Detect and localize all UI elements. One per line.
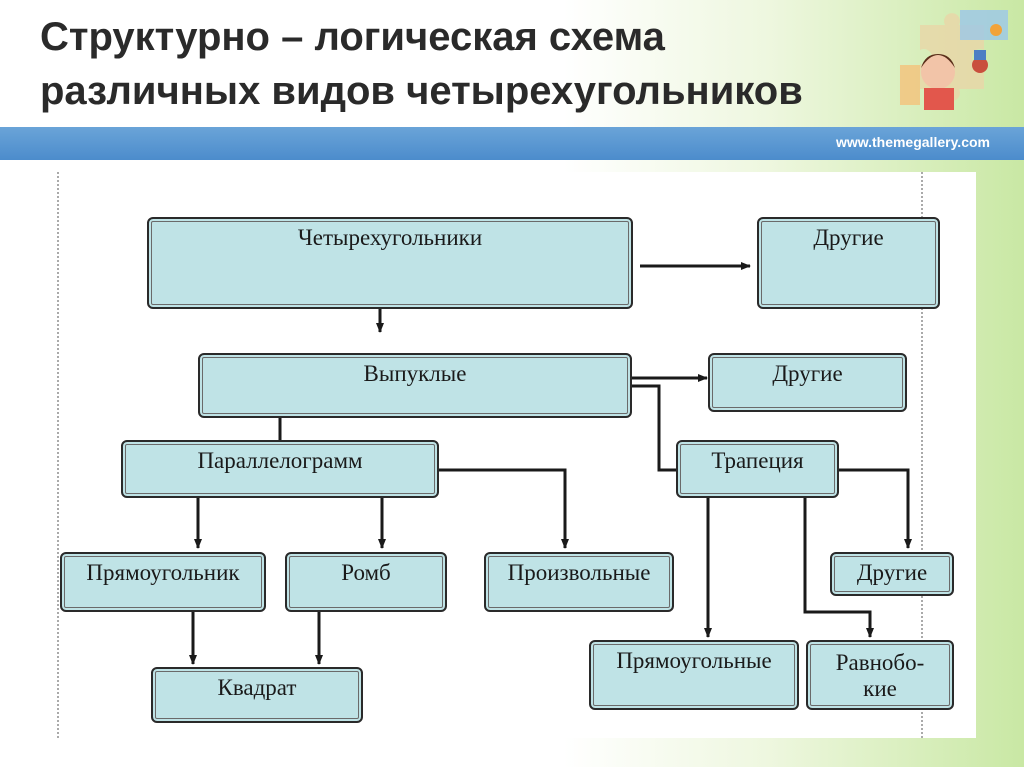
node-quadrilaterals-label: Четырехугольники	[297, 225, 483, 250]
node-convex: Выпуклые	[198, 353, 632, 418]
node-other-quadrilaterals: Другие	[757, 217, 940, 309]
node-rectangle-label: Прямоугольник	[86, 560, 240, 585]
node-parallelogram: Параллелограмм	[121, 440, 439, 498]
node-arbitrary-label: Произвольные	[507, 560, 651, 585]
arrow-trapezoid-to-isosceles	[803, 498, 874, 638]
node-right-trapezoids: Прямоугольные	[589, 640, 799, 710]
node-other-convex-label: Другие	[772, 361, 843, 386]
node-parallelogram-label: Параллелограмм	[197, 448, 363, 473]
node-quadrilaterals: Четырехугольники	[147, 217, 633, 309]
node-isosceles-label-line2: кие	[863, 676, 897, 701]
node-rectangle: Прямоугольник	[60, 552, 266, 612]
node-trapezoid-label: Трапеция	[711, 448, 804, 473]
website-url: www.themegallery.com	[835, 134, 990, 150]
node-isosceles-label-line1: Равнобо-	[835, 650, 925, 675]
puzzle-illustration	[900, 10, 1008, 110]
quadrilateral-diagram: Четырехугольники Другие Выпуклые Другие …	[52, 172, 976, 738]
arrow-trapezoid-to-other	[838, 468, 912, 549]
node-square-label: Квадрат	[217, 675, 297, 700]
node-convex-label: Выпуклые	[363, 361, 467, 386]
node-rhombus-label: Ромб	[341, 560, 391, 585]
node-arbitrary: Произвольные	[484, 552, 674, 612]
slide-title: Структурно – логическая схема различных …	[40, 15, 803, 113]
node-right-trapezoids-label: Прямоугольные	[616, 648, 772, 673]
node-trapezoid: Трапеция	[676, 440, 839, 498]
header-band	[0, 127, 1024, 160]
node-rhombus: Ромб	[285, 552, 447, 612]
node-other-convex: Другие	[708, 353, 907, 412]
node-isosceles: Равнобо- кие	[806, 640, 954, 710]
node-other-trapezoid: Другие	[830, 552, 954, 596]
diagram-connectors	[57, 172, 923, 738]
connector-convex-to-trapezoid	[632, 384, 676, 472]
node-square: Квадрат	[151, 667, 363, 723]
node-other-trapezoid-label: Другие	[856, 560, 928, 585]
arrow-parallelogram-to-arbitrary	[438, 468, 569, 549]
node-other-quadrilaterals-label: Другие	[813, 225, 884, 250]
